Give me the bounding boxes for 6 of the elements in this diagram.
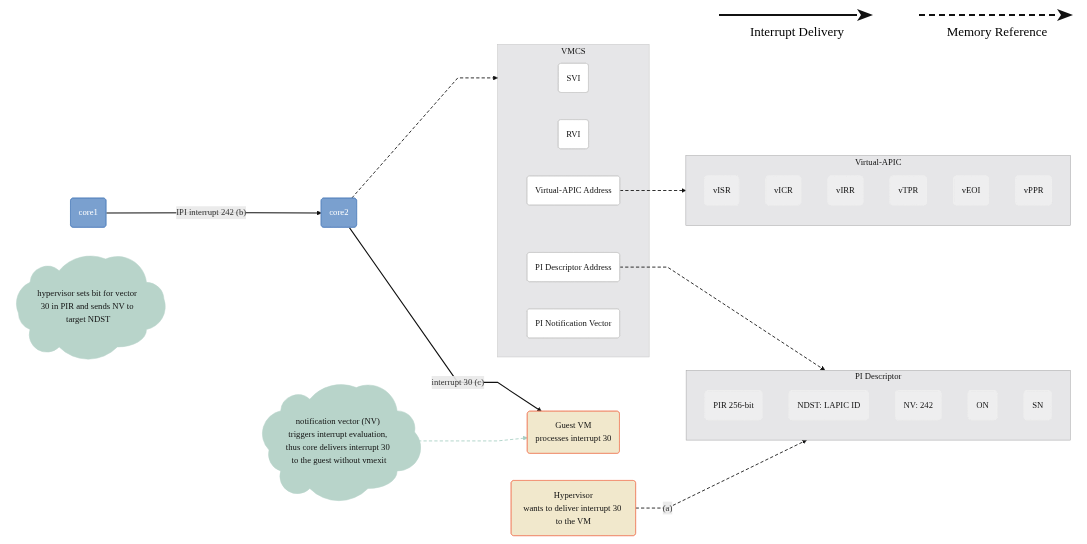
arrow — [348, 227, 542, 412]
legend-label: Memory Reference — [946, 24, 1048, 40]
legend-label: Interrupt Delivery — [749, 24, 845, 40]
edge-label: IPI interrupt 242 (b) — [176, 207, 247, 218]
edge-label: interrupt 30 (c) — [431, 377, 485, 387]
edge-label: (a) — [662, 503, 673, 513]
